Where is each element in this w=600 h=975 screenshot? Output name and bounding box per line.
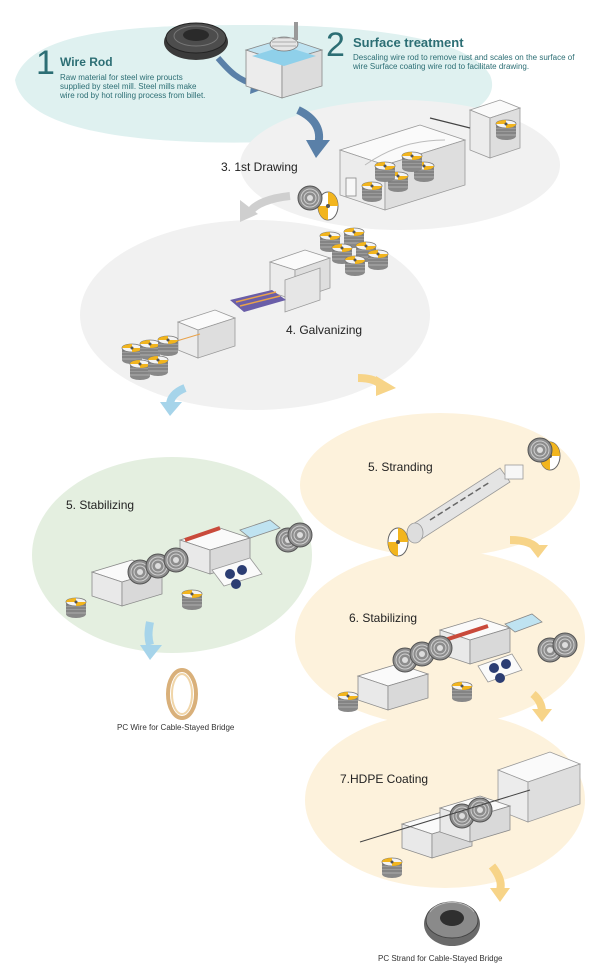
step-drawing-label: 3. 1st Drawing xyxy=(221,160,298,174)
step-galvanizing-label: 4. Galvanizing xyxy=(286,323,363,337)
step-2-title: Surface treatment xyxy=(353,35,464,50)
arrow-stabilizing-to-pcwire xyxy=(144,621,154,647)
pc-strand-caption: PC Strand for Cable-Stayed Bridge xyxy=(378,954,503,963)
pc-wire-caption: PC Wire for Cable-Stayed Bridge xyxy=(117,723,235,732)
galvanizing-line-illustration xyxy=(121,249,332,381)
step-2-description: Descaling wire rod to remove rust and sc… xyxy=(353,53,575,71)
stabilizing-line-left-illustration xyxy=(65,519,313,619)
step-stabilizing-left-label: 5. Stabilizing xyxy=(66,498,135,512)
surface-treatment-bath-illustration xyxy=(244,22,324,99)
step-stranding-label: 5. Stranding xyxy=(368,460,433,474)
hdpe-coating-illustration xyxy=(359,751,582,879)
step-1-description: Raw material for steel wire proucts supp… xyxy=(60,73,206,100)
step-2-number: 2 xyxy=(326,26,345,64)
wire-rod-coil-illustration xyxy=(164,22,228,60)
pc-wire-coil-icon xyxy=(166,668,198,720)
stabilizing-line-right-illustration xyxy=(337,613,578,713)
cream-blob-hdpe xyxy=(305,712,585,888)
step-hdpe-label: 7.HDPE Coating xyxy=(340,772,429,786)
stranding-machine-illustration xyxy=(387,437,561,557)
drawing-machine-illustration xyxy=(297,99,522,277)
step-1-title: Wire Rod xyxy=(60,55,113,69)
cream-blob-stranding xyxy=(300,413,580,557)
step-stabilizing-right-label: 6. Stabilizing xyxy=(349,611,418,625)
step-1-number: 1 xyxy=(36,44,55,82)
pc-strand-coil-icon xyxy=(424,901,480,946)
